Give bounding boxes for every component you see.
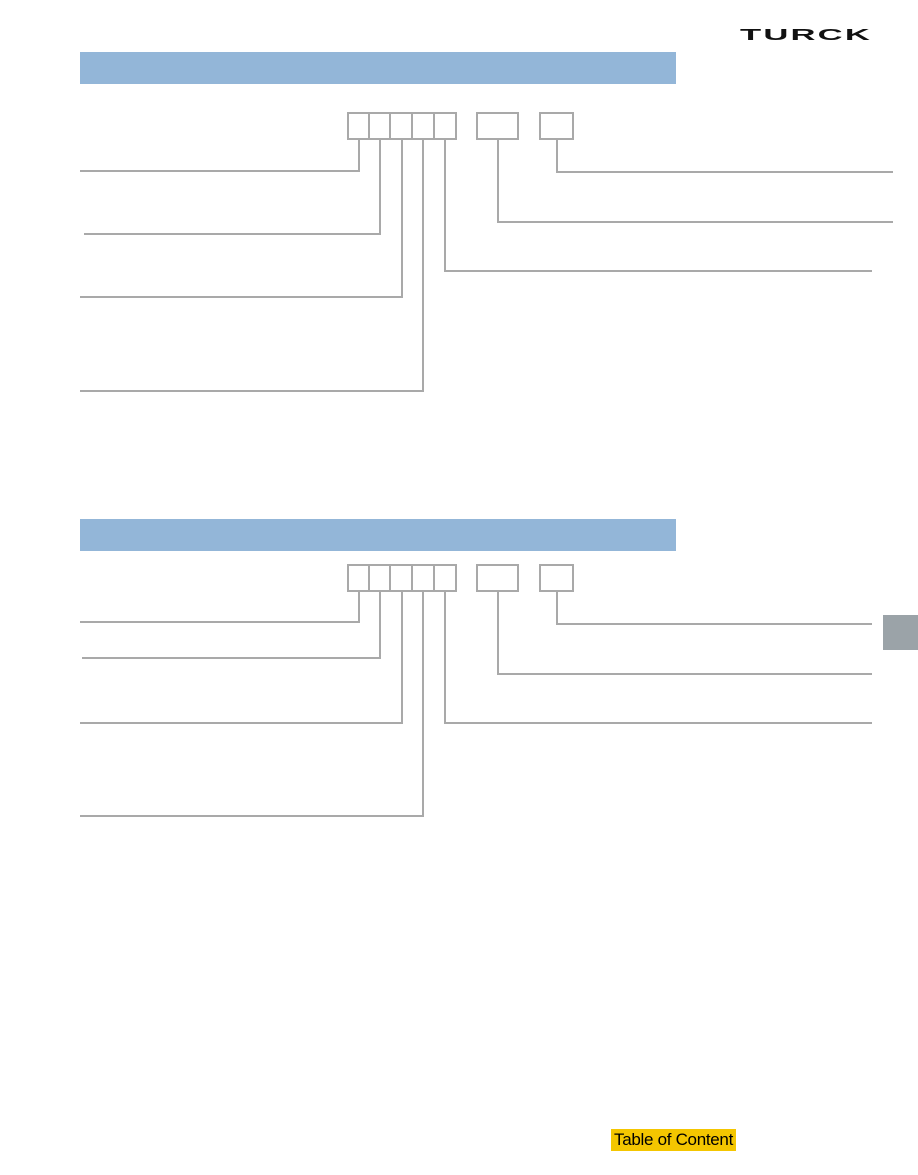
turck-logo: TURCK (740, 27, 872, 44)
type-code-diagram (80, 112, 893, 392)
chapter-side-tab[interactable] (883, 615, 918, 650)
leader-line (84, 139, 381, 235)
leader-line (497, 139, 893, 223)
table-of-content-button[interactable]: Table of Content (611, 1129, 737, 1151)
leader-line (80, 139, 360, 172)
code-box (476, 112, 519, 140)
leader-line (82, 591, 381, 659)
leader-line (556, 591, 872, 625)
leader-line (80, 139, 424, 392)
logo-text: TURCK (740, 27, 872, 44)
type-code-diagram (80, 564, 872, 817)
code-box (539, 112, 574, 140)
code-box (476, 564, 519, 592)
code-box-group (347, 564, 457, 592)
leader-line (444, 591, 872, 724)
leader-line (444, 139, 872, 272)
code-box-group (347, 112, 457, 140)
leader-line (80, 591, 360, 623)
leader-line (80, 591, 403, 724)
leader-line (80, 139, 403, 298)
code-box (539, 564, 574, 592)
section-header-bar (80, 52, 676, 84)
leader-line (556, 139, 893, 173)
leader-line (80, 591, 424, 817)
section-header-bar (80, 519, 676, 551)
leader-line (497, 591, 872, 675)
